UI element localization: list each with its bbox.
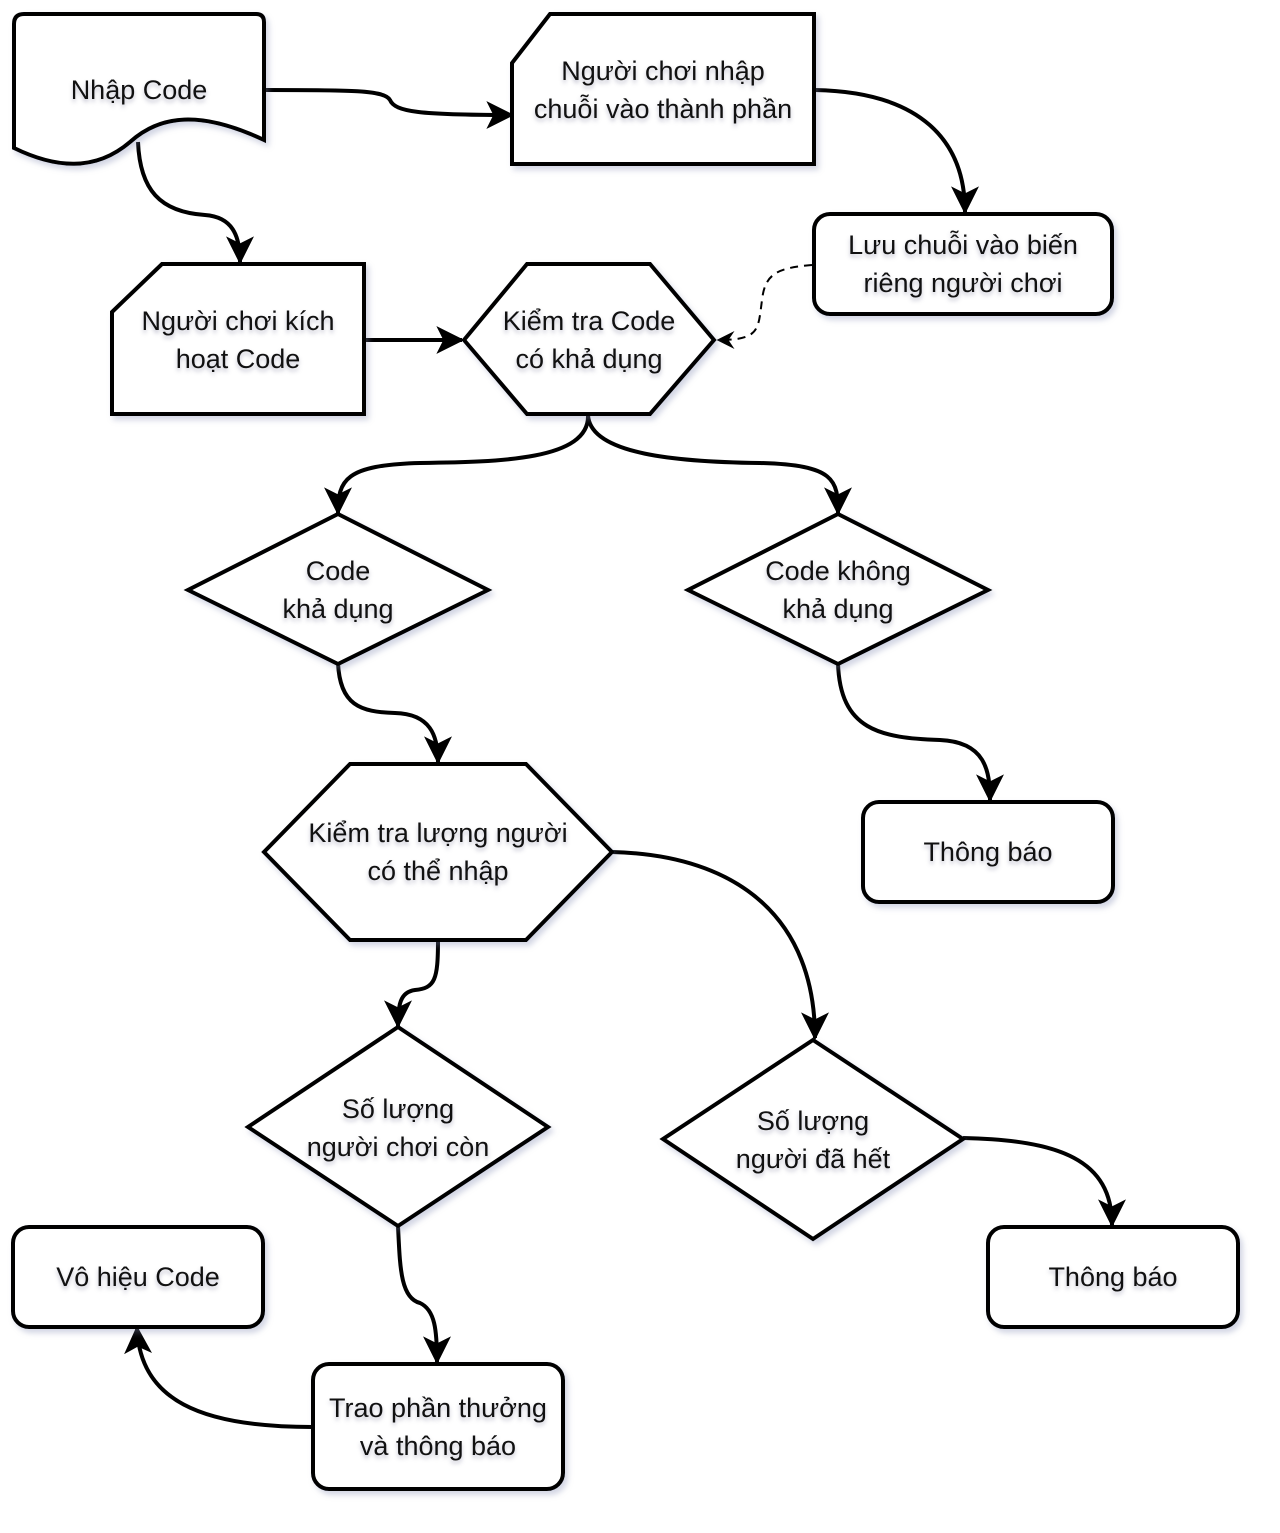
edge-enter-code-to-player-input [264, 88, 515, 129]
label-check-player-count: Kiểm tra lượng người có thể nhập [308, 818, 568, 886]
label-code-unavailable: Code không khả dụng [765, 556, 911, 624]
node-reward-and-notify-rect[interactable] [311, 1362, 565, 1491]
edge-player-input-to-save-string [814, 88, 979, 215]
node-players-remaining-diamond[interactable] [244, 1024, 552, 1229]
node-save-string-rect[interactable] [812, 212, 1114, 316]
edge-enter-code-to-player-activate [136, 141, 254, 265]
label-check-code-available: Kiểm tra Code có khả dụng [502, 306, 676, 374]
edge-check-player-count-to-remaining [384, 939, 440, 1029]
label-disable-code: Vô hiệu Code [56, 1262, 220, 1292]
edge-check-code-to-code-available [324, 414, 591, 516]
node-check-player-count-hexagon[interactable] [261, 762, 615, 942]
node-notify-1-rect[interactable] [861, 800, 1115, 904]
edge-code-unavailable-to-notify-1 [836, 662, 1004, 803]
label-code-available: Code khả dụng [282, 556, 394, 624]
node-code-unavailable-diamond[interactable] [683, 511, 993, 667]
node-check-code-available-hexagon[interactable] [461, 262, 717, 416]
label-players-exhausted: Số lượng người đã hết [735, 1106, 891, 1174]
edge-check-code-to-code-unavailable [586, 414, 852, 516]
label-players-remaining: Số lượng người chơi còn [306, 1094, 490, 1162]
edge-check-player-count-to-exhausted [611, 850, 829, 1041]
label-enter-code: Nhập Code [70, 75, 208, 105]
node-disable-code-rect[interactable] [11, 1225, 265, 1329]
edge-remaining-to-reward [396, 1225, 451, 1365]
label-player-activate-code: Người chơi kích hoạt Code [141, 306, 335, 374]
edge-code-available-to-check-player-count [336, 662, 452, 765]
node-notify-2-rect[interactable] [986, 1225, 1240, 1329]
node-player-activate-code-manual-input[interactable] [110, 262, 366, 416]
node-code-available-diamond[interactable] [183, 511, 493, 667]
label-reward-and-notify: Trao phần thưởng và thông báo [329, 1393, 547, 1461]
label-notify-2: Thông báo [1048, 1262, 1178, 1292]
label-player-input-string: Người chơi nhập chuỗi vào thành phần [533, 56, 793, 124]
node-player-input-string-manual-input[interactable] [510, 12, 816, 166]
node-players-exhausted-diamond[interactable] [659, 1037, 967, 1242]
edge-save-string-to-check-code [716, 264, 813, 349]
label-notify-1: Thông báo [923, 837, 1053, 867]
label-save-string: Lưu chuỗi vào biến riêng người chơi [848, 230, 1078, 298]
edge-exhausted-to-notify-2 [962, 1136, 1126, 1228]
edge-reward-to-disable-code [124, 1325, 313, 1429]
node-enter-code-document[interactable] [12, 12, 266, 166]
